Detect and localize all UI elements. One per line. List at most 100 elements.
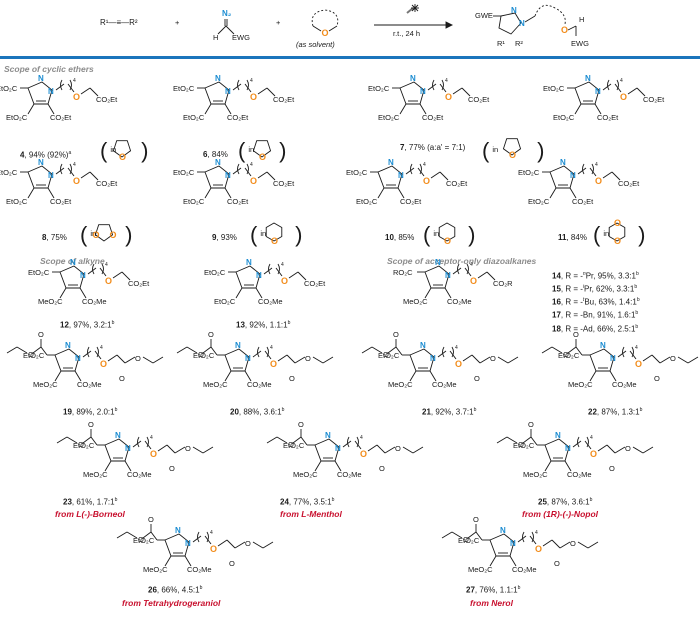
- bond: [80, 87, 91, 95]
- ester-oxygen: O: [395, 444, 401, 453]
- nitrogen-label: N: [38, 158, 44, 167]
- bond: [121, 271, 131, 281]
- bond: [497, 356, 509, 364]
- bond: [642, 446, 654, 454]
- compound-label-7: 7, 77% (a:a' = 7:1): [400, 143, 466, 152]
- nitrogen-label: N: [500, 526, 506, 535]
- bond: [47, 103, 55, 115]
- pyrazole-ring: [377, 165, 403, 189]
- oxygen-label: O: [250, 176, 257, 186]
- oxygen-label: O: [595, 176, 602, 186]
- nitrogen-label: N: [175, 526, 181, 535]
- ester-oxygen: O: [463, 535, 469, 544]
- repeat-count: 4: [105, 262, 108, 268]
- nitrogen-label: N: [65, 341, 71, 350]
- ester-label: MeO₂C: [203, 380, 228, 389]
- bond: [367, 444, 378, 452]
- diazo-ewg: EWG: [232, 33, 250, 42]
- bond: [687, 356, 699, 364]
- bond: [294, 356, 306, 364]
- bond: [614, 83, 622, 93]
- oxygen-label: O: [150, 449, 157, 459]
- compound-label-19: 19, 89%, 2.0:1b: [63, 407, 118, 417]
- plus-sign-2: +: [276, 18, 281, 27]
- source-label-25: from (1R)-(-)-Nopol: [522, 509, 599, 519]
- repeat-count: 4: [620, 78, 623, 84]
- ester-oxygen: O: [670, 354, 676, 363]
- bond: [632, 446, 644, 454]
- nitrogen-label: N: [246, 258, 252, 267]
- bond: [56, 436, 68, 444]
- ester-label: MeO₂C: [523, 470, 548, 479]
- solvent-box-8: (in): [80, 222, 133, 247]
- reaction-arrow: [374, 21, 454, 29]
- bond: [263, 267, 273, 275]
- ester-label: MeO₂C: [293, 470, 318, 479]
- methyl-thf-ring-icon: O: [502, 138, 522, 160]
- repeat-count: 4: [535, 530, 538, 536]
- bond: [232, 83, 242, 91]
- bond: [276, 436, 288, 444]
- ring-bonds: [265, 222, 283, 242]
- nitrogen-label: N: [420, 87, 426, 96]
- compound-label-25: 25, 87%, 3.6:1b: [538, 497, 593, 507]
- bond: [427, 83, 437, 91]
- bond: [314, 460, 322, 472]
- bond: [59, 287, 67, 299]
- bracket: [522, 531, 525, 543]
- pyrazole-ring: [549, 165, 575, 189]
- nitrogen-label: N: [70, 258, 76, 267]
- nitrogen-label: N: [80, 271, 86, 280]
- bracket: [277, 263, 280, 275]
- ester-label: EtO₂C: [173, 84, 195, 93]
- ester-label: EtO₂C: [73, 441, 95, 450]
- bond: [577, 167, 587, 175]
- ester-label: CO₂Et: [468, 95, 490, 104]
- bond: [572, 440, 582, 448]
- bracket: [531, 531, 534, 543]
- bond: [192, 446, 204, 454]
- bond: [441, 531, 453, 539]
- source-label-27: from Nerol: [470, 598, 513, 608]
- ring-oxygen: O: [92, 230, 99, 240]
- bond: [430, 171, 441, 179]
- bond: [150, 531, 158, 541]
- bracket: [246, 79, 249, 91]
- nitrogen-label: N: [445, 271, 451, 280]
- nitrogen-label: N: [185, 539, 191, 548]
- ether-oxygen: O: [322, 28, 329, 38]
- carbonyl-oxygen: O: [119, 374, 125, 383]
- bond: [506, 436, 518, 444]
- ester-label: MeO₂C: [143, 565, 168, 574]
- ester-label: CO₂Et: [273, 179, 295, 188]
- bond: [551, 346, 563, 354]
- ester-label: CO₂Me: [127, 470, 152, 479]
- header-separator: [0, 56, 700, 59]
- ester-label: EtO₂C: [6, 197, 28, 206]
- nitrogen-label: N: [245, 354, 251, 363]
- bracket: [631, 346, 634, 358]
- carbonyl-oxygen: O: [208, 330, 214, 339]
- bracket: [622, 346, 625, 358]
- ester-oxygen: O: [625, 444, 631, 453]
- bond: [551, 539, 561, 549]
- carbonyl-oxygen: O: [528, 420, 534, 429]
- bracket: [591, 163, 594, 175]
- ester-oxygen: O: [245, 539, 251, 548]
- oxygen-label: O: [635, 359, 642, 369]
- ester-label: CO₂Et: [422, 113, 444, 122]
- ester-label: CO₂Et: [643, 95, 665, 104]
- bracket: [356, 436, 359, 448]
- repeat-count: 4: [635, 345, 638, 351]
- bond: [204, 187, 212, 199]
- bond: [569, 187, 577, 199]
- ester-label: CO₂Et: [50, 113, 72, 122]
- bond: [384, 446, 396, 454]
- ring-oxygen: O: [509, 150, 516, 160]
- bond: [577, 541, 589, 549]
- bond: [530, 436, 538, 446]
